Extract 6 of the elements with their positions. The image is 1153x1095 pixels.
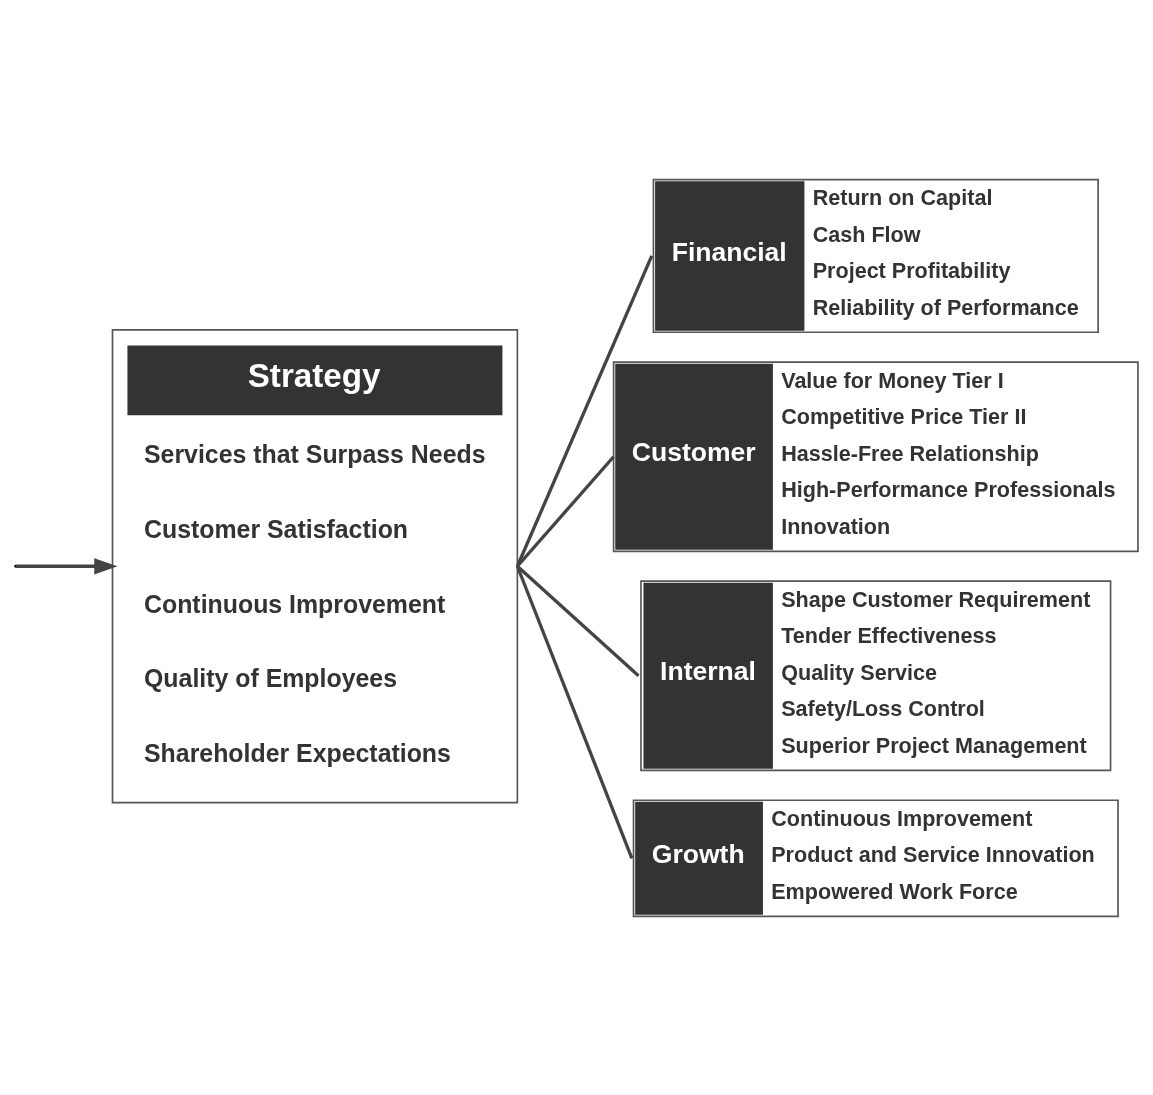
connector bbox=[515, 565, 634, 859]
connector bbox=[515, 254, 654, 567]
arrow bbox=[16, 557, 118, 574]
node-box: Strategy Services that Surpass Needs Customer Satisfaction Continuous Improvement Quality of Employees Shareholder Expectations bbox=[111, 328, 519, 804]
connector bbox=[516, 564, 640, 677]
connector bbox=[516, 455, 615, 567]
